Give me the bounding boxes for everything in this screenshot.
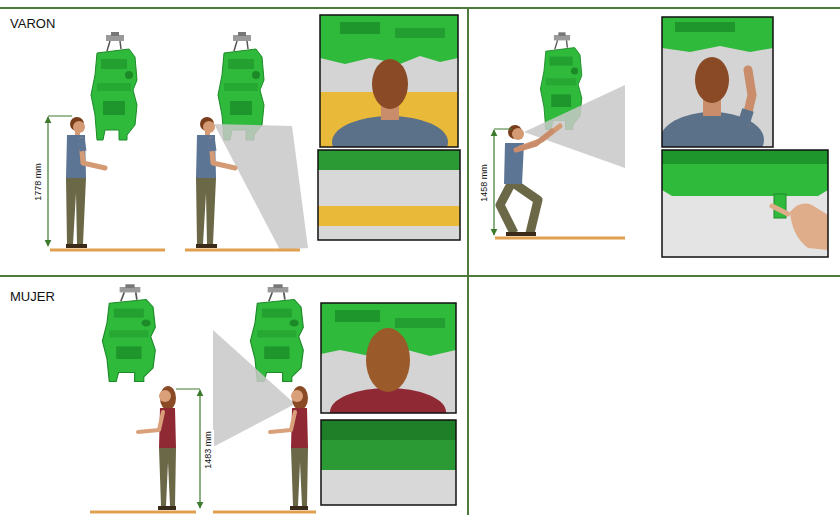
view-inset <box>321 420 456 505</box>
view-inset <box>320 15 458 147</box>
panel-frame <box>0 8 840 515</box>
view-inset <box>662 17 773 147</box>
panel-heading: VARON <box>10 17 55 31</box>
dimension-label: 1778 mm <box>34 162 44 202</box>
dimension-label: 1458 mm <box>480 163 490 203</box>
view-inset <box>318 150 460 240</box>
view-inset <box>321 303 456 413</box>
woman-scene <box>90 284 316 512</box>
man-standing-scene <box>48 32 308 250</box>
view-inset <box>662 150 828 257</box>
dimension-label: 1483 mm <box>204 430 214 470</box>
panel-heading: MUJER <box>10 290 55 304</box>
man-crouching-scene <box>494 32 625 238</box>
